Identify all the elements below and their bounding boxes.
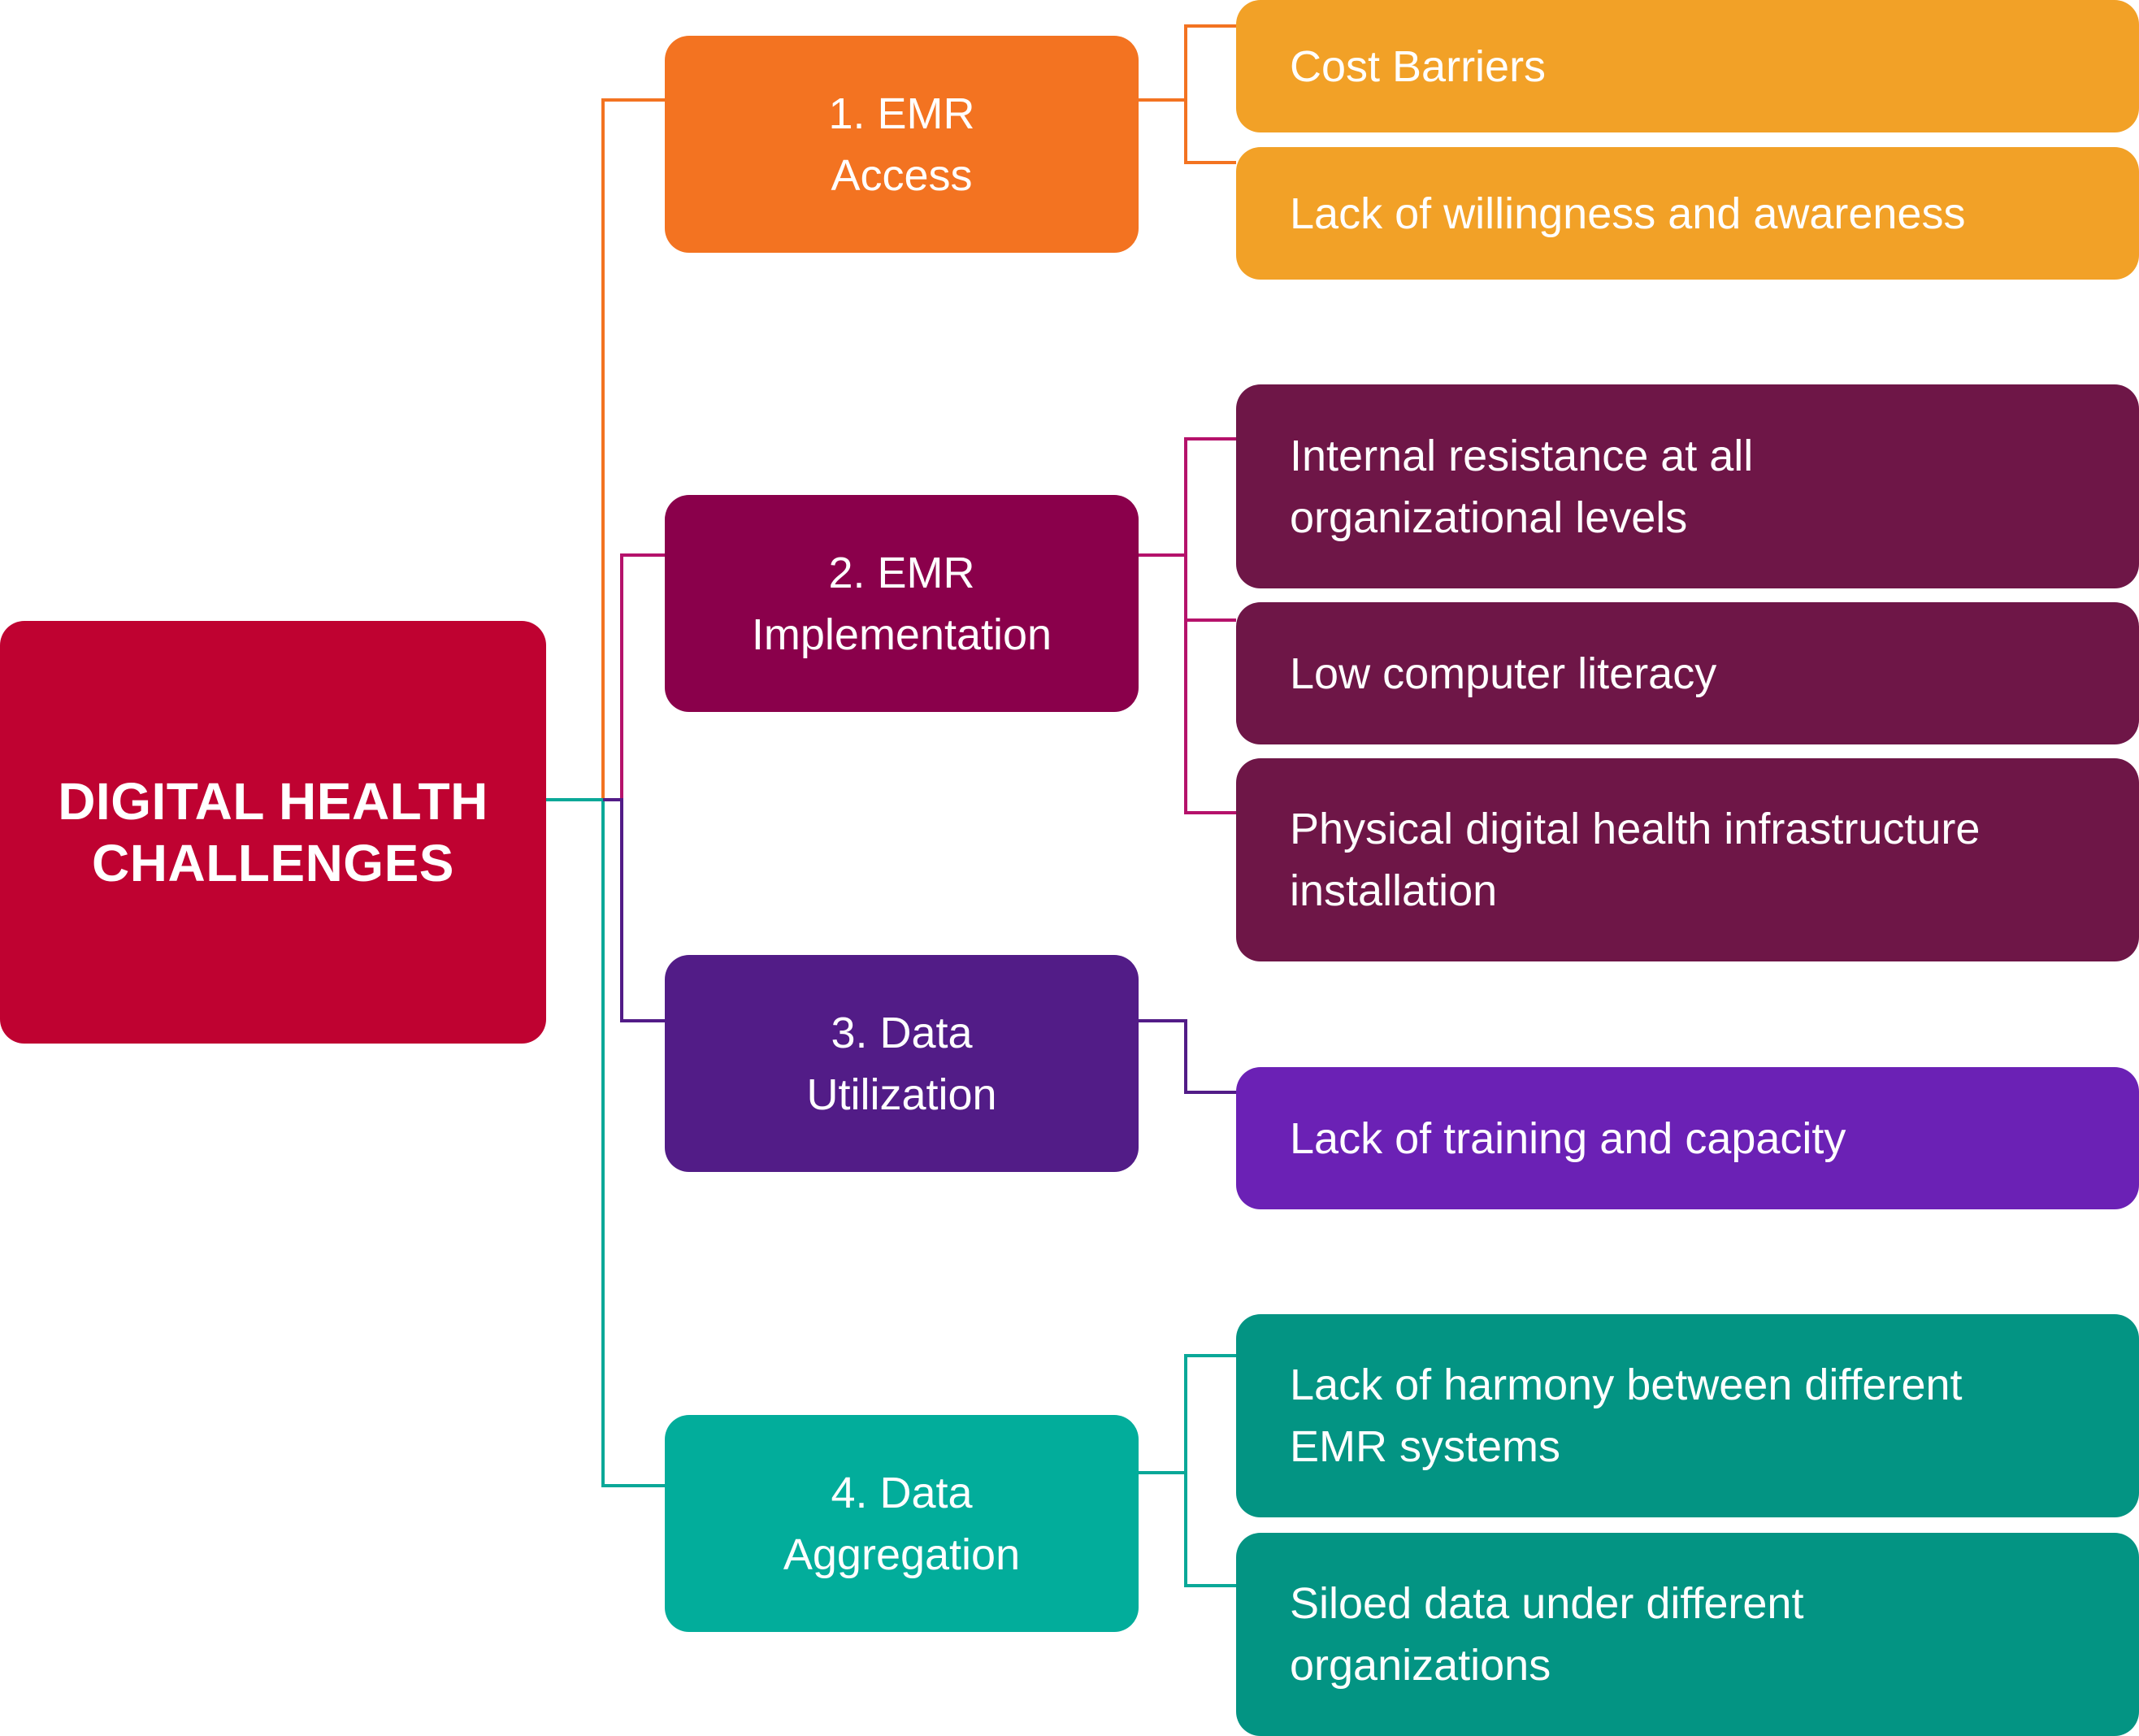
connector-data-utilization-items [1139,1019,1236,1094]
root-title-line-1: DIGITAL HEALTH [58,772,488,831]
item-label: Cost Barriers [1290,41,1547,91]
category-data-utilization: 3. Data Utilization [665,955,1139,1172]
item-label-line-2: organizations [1290,1641,1551,1690]
item-label: Lack of training and capacity [1290,1113,1846,1163]
connector-root-to-data-aggregation [546,798,665,1487]
item-label-line-1: Internal resistance at all [1290,431,1754,480]
category-emr-access: 1. EMR Access [665,36,1139,253]
category-label-line-2: Implementation [751,610,1052,659]
item-siloed-data: Siloed data under different organization… [1236,1533,2139,1736]
category-label-line-1: 3. Data [831,1008,973,1057]
category-label-line-1: 1. EMR [828,89,975,138]
item-label: Lack of willingness and awareness [1290,189,1966,238]
root-title-line-2: CHALLENGES [92,834,454,892]
item-physical-infrastructure: Physical digital health infrastructure i… [1236,758,2139,961]
item-label: Low computer literacy [1290,649,1717,698]
category-label-line-2: Access [831,150,973,200]
connector-root-to-emr-access [601,98,665,800]
item-label-line-1: Siloed data under different [1290,1579,1804,1628]
item-low-computer-literacy: Low computer literacy [1236,602,2139,744]
category-data-aggregation: 4. Data Aggregation [665,1415,1139,1632]
root-node-digital-health-challenges: DIGITAL HEALTH CHALLENGES [0,621,546,1044]
category-label-line-2: Utilization [806,1070,997,1119]
item-internal-resistance: Internal resistance at all organizationa… [1236,384,2139,588]
item-cost-barriers: Cost Barriers [1236,0,2139,132]
category-label-line-1: 4. Data [831,1468,973,1517]
item-lack-of-training: Lack of training and capacity [1236,1067,2139,1209]
item-label-line-2: EMR systems [1290,1422,1561,1471]
category-label-line-1: 2. EMR [828,548,975,597]
item-label-line-2: organizational levels [1290,493,1688,542]
item-lack-of-willingness: Lack of willingness and awareness [1236,147,2139,280]
connector-root-to-data-utilization [603,798,665,1022]
category-emr-implementation: 2. EMR Implementation [665,495,1139,712]
item-label-line-2: installation [1290,866,1498,915]
item-label-line-1: Physical digital health infrastructure [1290,805,1981,853]
item-label-line-1: Lack of harmony between different [1290,1361,1963,1409]
item-lack-of-harmony: Lack of harmony between different EMR sy… [1236,1314,2139,1517]
category-label-line-2: Aggregation [783,1530,1021,1579]
connector-root-to-emr-implementation [620,553,665,800]
